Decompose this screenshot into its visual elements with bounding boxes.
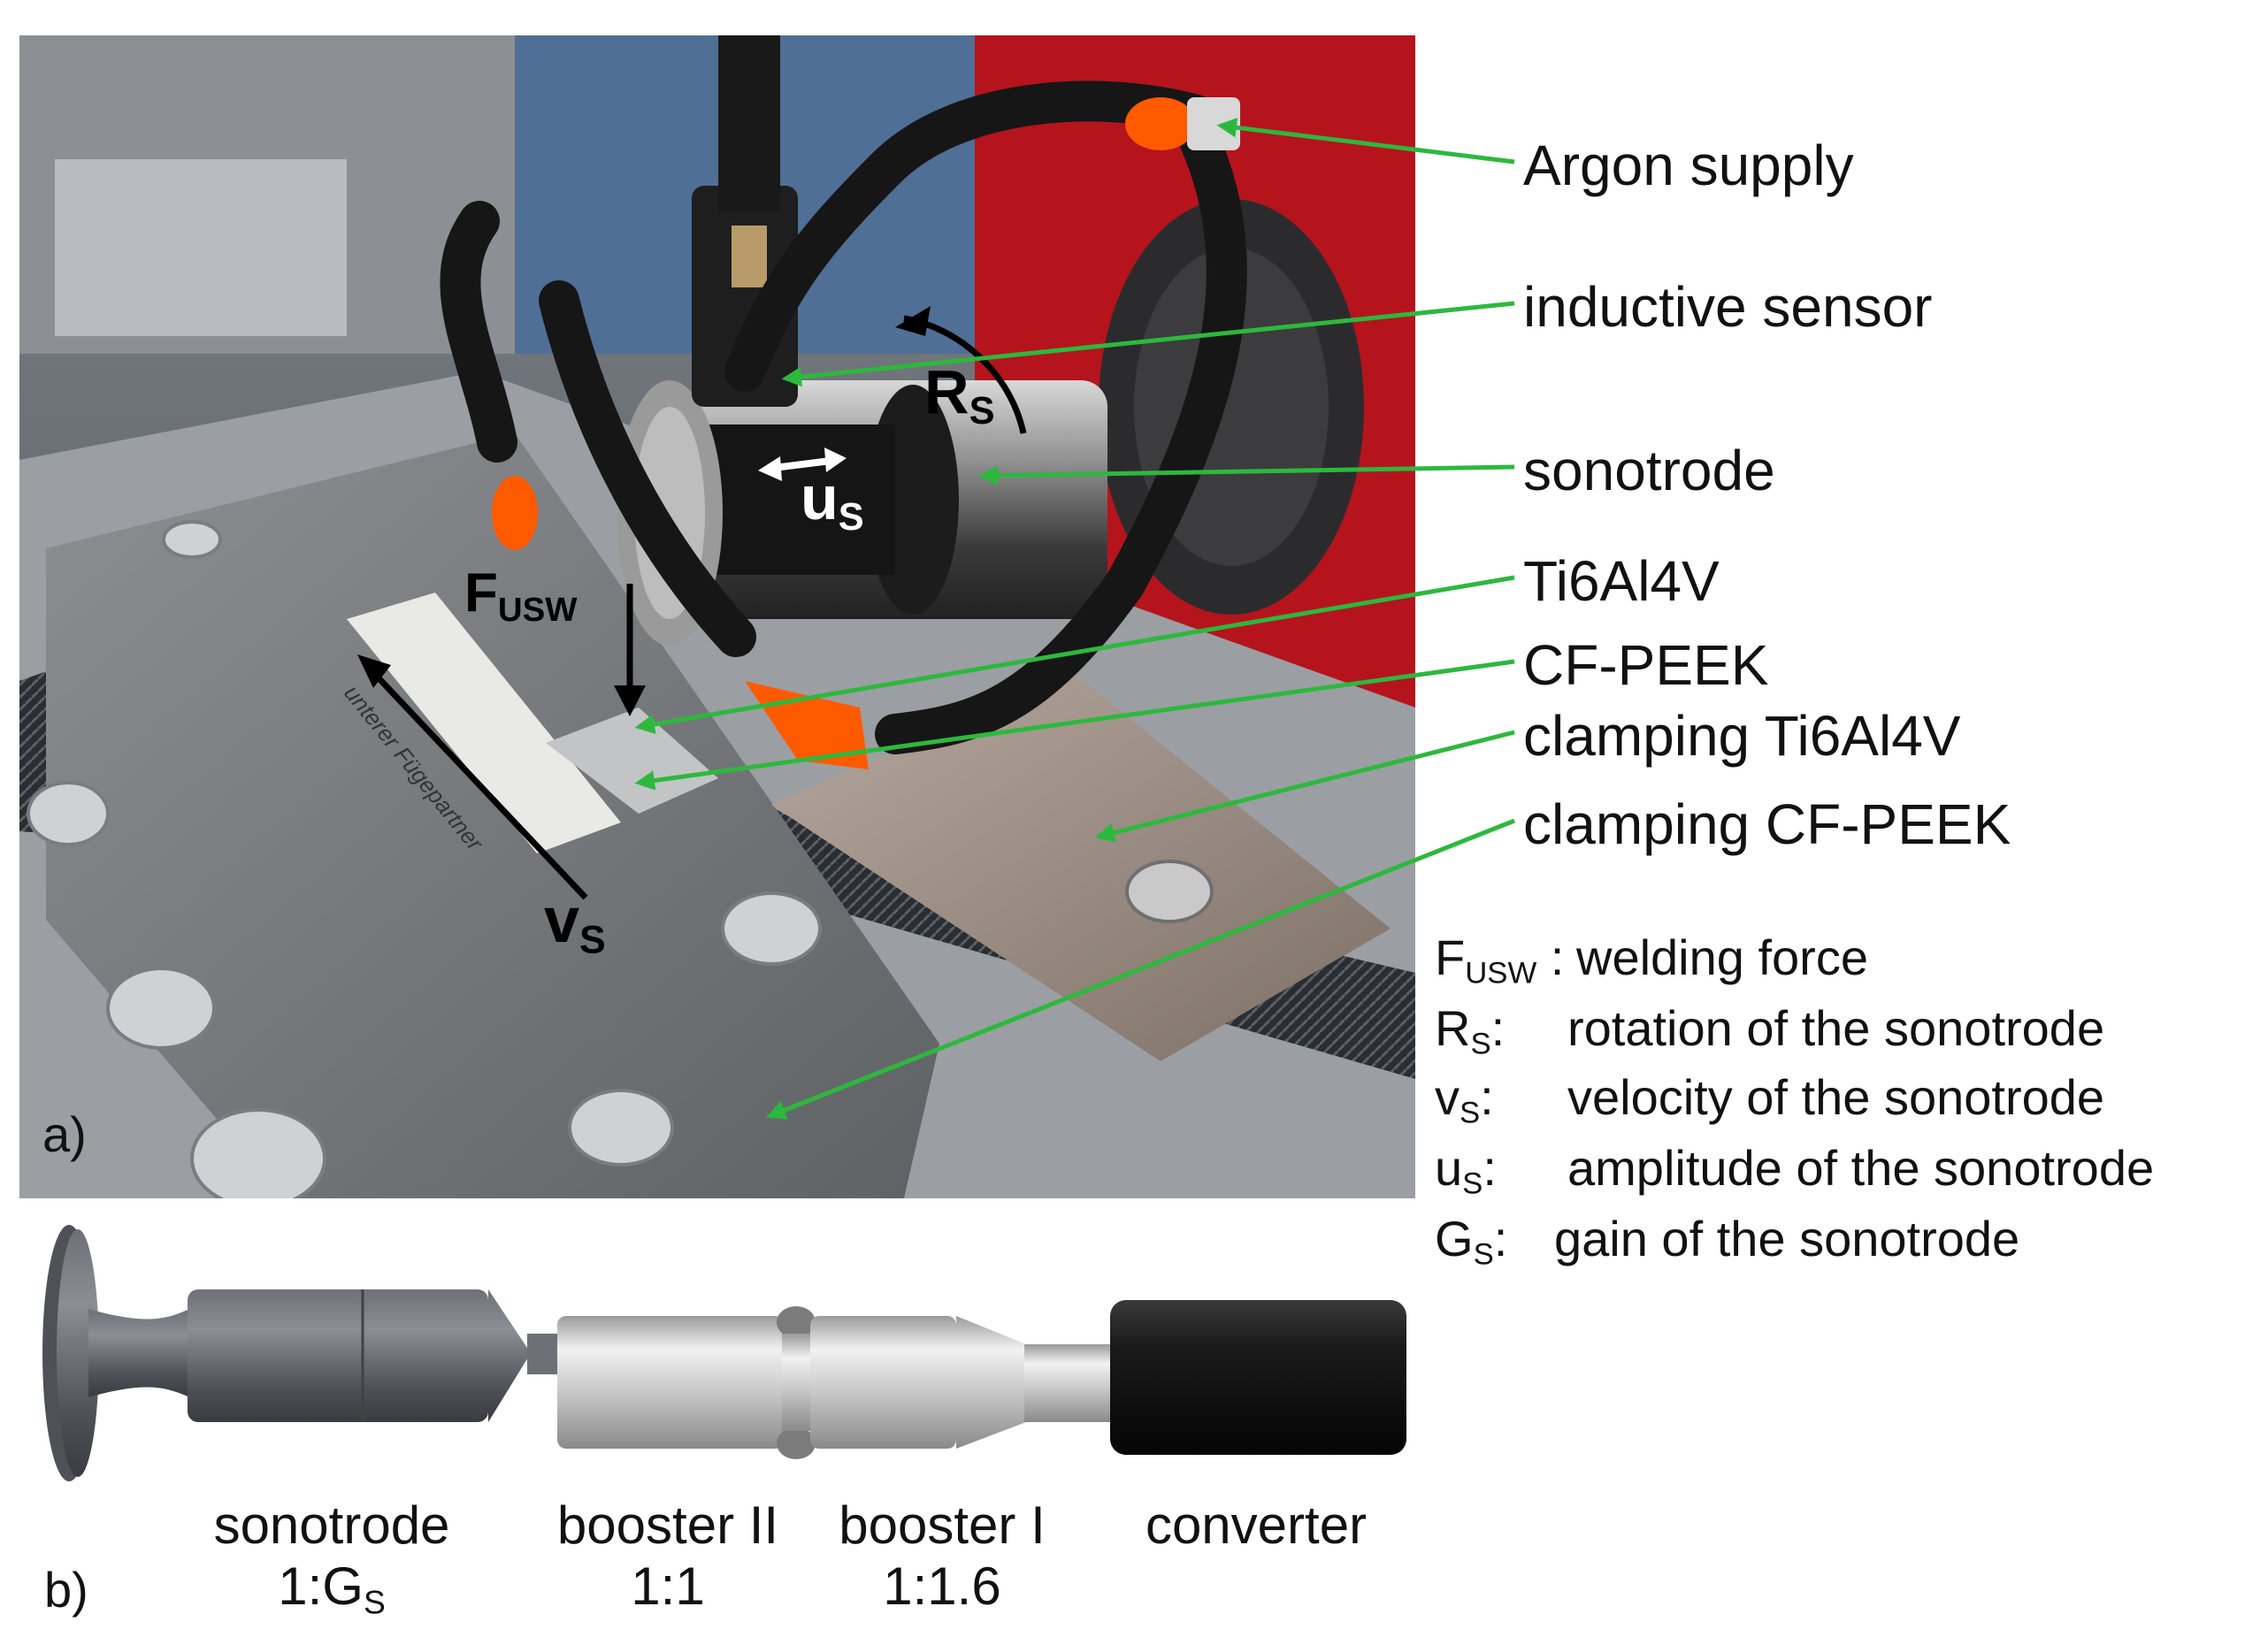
callout-ti6al4v: Ti6Al4V	[1523, 549, 1720, 613]
callout-clamping-ti6al4v: clamping Ti6Al4V	[1523, 704, 1961, 768]
part-title-converter: converter	[1145, 1495, 1368, 1555]
legend-force-desc: welding force	[1576, 929, 1868, 985]
part-title-booster-i: booster I	[839, 1495, 1046, 1555]
legend-force: FUSW : welding force	[1435, 929, 1868, 991]
part-title-booster-ii: booster II	[556, 1495, 779, 1555]
force-symbol-base: F	[464, 562, 498, 623]
part-label-booster-i: booster I 1:1.6	[809, 1495, 1075, 1617]
part-ratio-sonotrode: 1:GS	[278, 1557, 386, 1621]
stack-converter	[1110, 1300, 1406, 1455]
legend-gain: GS:gain of the sonotrode	[1435, 1211, 2020, 1272]
stack-booster-ii	[557, 1306, 816, 1459]
callout-argon-supply: Argon supply	[1523, 134, 1854, 197]
cf-peek-clamping-plate	[46, 433, 939, 1198]
legend-amplitude: uS:amplitude of the sonotrode	[1435, 1140, 2155, 1201]
legend-rotation-desc: rotation of the sonotrode	[1567, 1000, 2105, 1056]
velocity-symbol-base: v	[544, 885, 580, 956]
callout-sonotrode: sonotrode	[1523, 439, 1775, 502]
callout-inductive-sensor: inductive sensor	[1523, 275, 1933, 339]
callout-clamping-cf-peek: clamping CF-PEEK	[1523, 792, 2011, 856]
part-label-booster-ii: booster II 1:1	[535, 1495, 801, 1617]
velocity-symbol-sub: S	[579, 918, 606, 962]
legend-rotation: RS:rotation of the sonotrode	[1435, 1000, 2105, 1061]
amplitude-symbol: uS	[801, 467, 864, 538]
legend-velocity-desc: velocity of the sonotrode	[1567, 1069, 2105, 1125]
force-symbol: FUSW	[464, 566, 578, 627]
part-title-sonotrode: sonotrode	[213, 1495, 450, 1555]
plate-label	[347, 593, 621, 853]
panel-label-a: a)	[42, 1106, 87, 1162]
stack-booster-i	[810, 1316, 1113, 1449]
legend-velocity: vS:velocity of the sonotrode	[1435, 1069, 2105, 1130]
legend-amplitude-desc: amplitude of the sonotrode	[1567, 1140, 2155, 1196]
part-ratio-booster-ii: 1:1	[631, 1557, 705, 1616]
sonotrode	[617, 380, 1107, 646]
ultrasonic-stack-diagram	[42, 1225, 1406, 1481]
stack-sonotrode	[42, 1225, 563, 1481]
panel-label-b: b)	[44, 1562, 88, 1618]
amplitude-symbol-sub: S	[838, 496, 864, 539]
rotation-symbol-sub: S	[969, 390, 995, 433]
welding-setup-photo	[19, 35, 1415, 1198]
part-label-converter: converter	[1115, 1495, 1398, 1556]
rotation-symbol-base: R	[924, 357, 969, 426]
part-ratio-booster-i: 1:1.6	[883, 1557, 1001, 1616]
force-symbol-sub: USW	[497, 590, 578, 629]
rotation-symbol: RS	[924, 361, 995, 432]
photo-illustration	[19, 35, 1415, 1198]
callout-cf-peek: CF-PEEK	[1523, 633, 1769, 697]
velocity-symbol: vS	[544, 889, 606, 960]
legend-gain-desc: gain of the sonotrode	[1554, 1211, 2020, 1266]
amplitude-symbol-base: u	[801, 463, 839, 532]
part-label-sonotrode: sonotrode 1:GS	[190, 1495, 473, 1621]
ti6al4v-sheet	[546, 708, 718, 814]
